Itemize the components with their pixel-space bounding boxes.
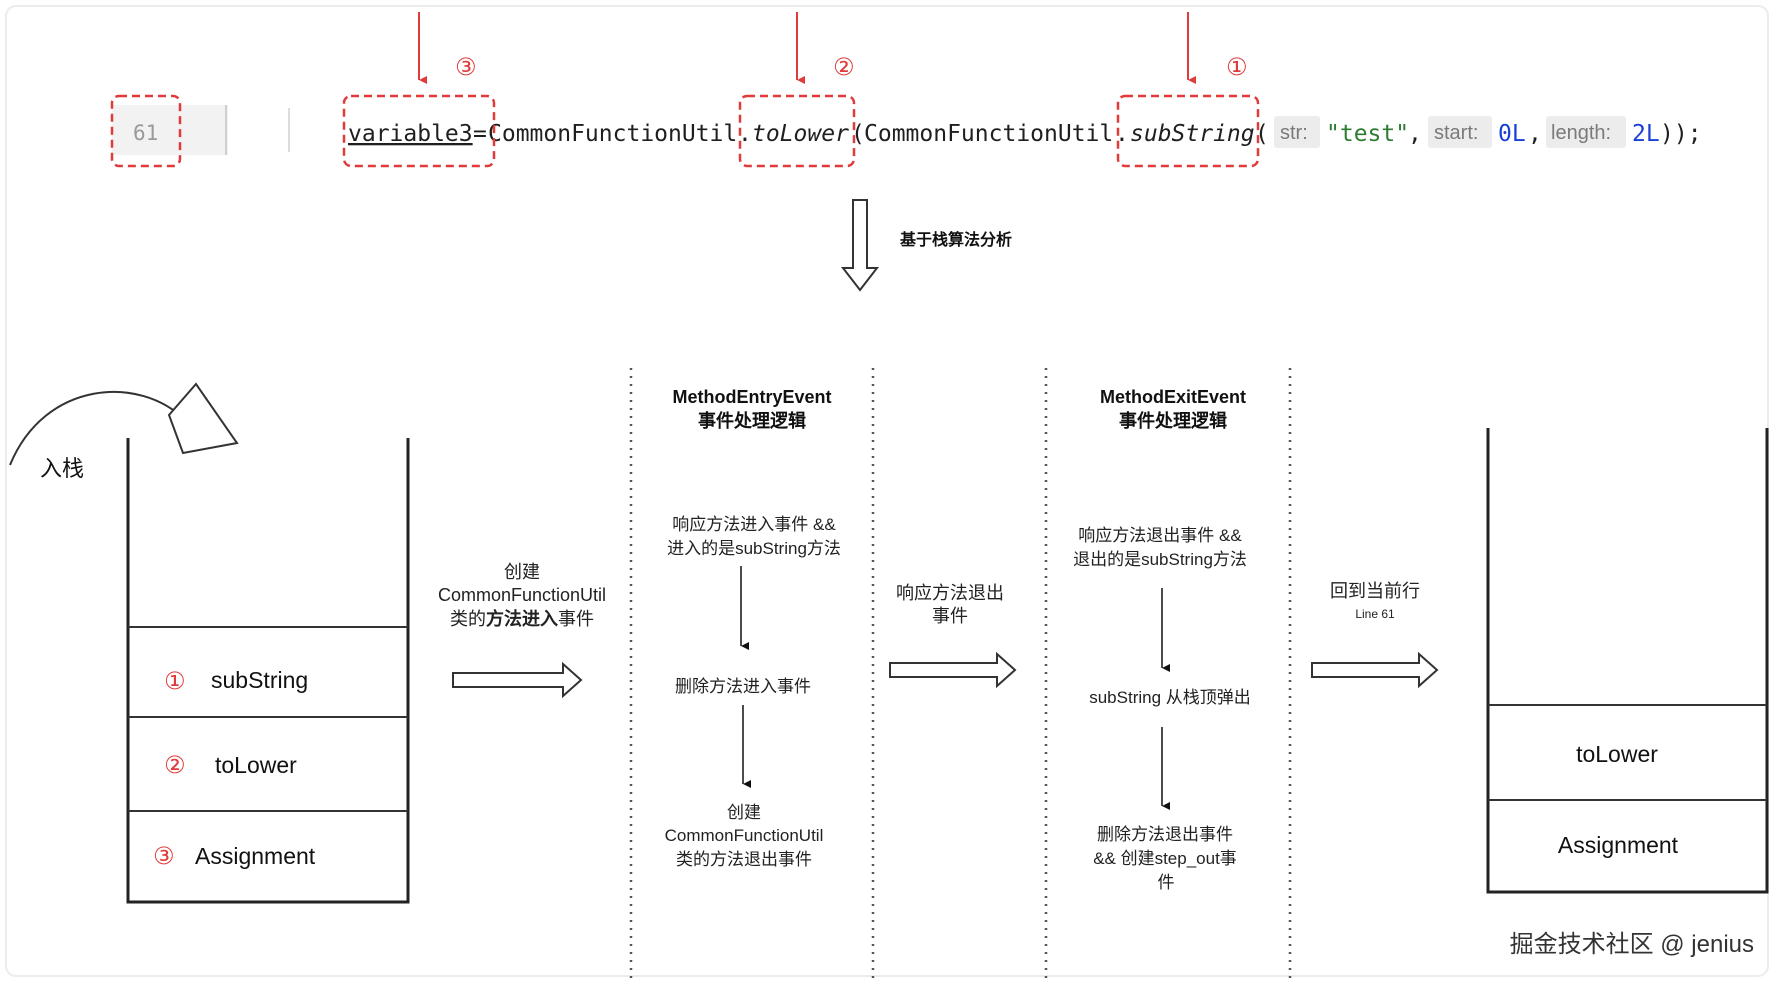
highlight-substring bbox=[1116, 94, 1260, 168]
stack-marker-two: ② bbox=[164, 752, 186, 779]
push-curve bbox=[9, 391, 186, 466]
hint-length: length: bbox=[1551, 122, 1611, 144]
outer-frame bbox=[5, 5, 1769, 977]
code-method-tolower: toLower bbox=[752, 121, 849, 147]
left-stack-walls bbox=[126, 438, 410, 904]
create-entry-line1: 创建 bbox=[504, 562, 540, 582]
stack-frame-substring: ① subString bbox=[164, 667, 308, 695]
arg-length: 2L bbox=[1632, 121, 1660, 147]
create-entry-line2: CommonFunctionUtil bbox=[438, 585, 606, 605]
right-stack-frame-tolower: toLower bbox=[1576, 741, 1658, 767]
exit-response-line2: 事件 bbox=[932, 606, 968, 626]
exit-step3-line1: 删除方法退出事件 bbox=[1097, 825, 1233, 844]
exit-title-line2: 事件处理逻辑 bbox=[1119, 410, 1227, 431]
left-stack: 入栈 ① subString ② toLower ③ Assignment bbox=[9, 382, 410, 904]
entry-step1-line2: 进入的是subString方法 bbox=[667, 539, 841, 558]
hint-start-badge bbox=[1428, 116, 1492, 148]
right-stack-frame-assignment: Assignment bbox=[1558, 832, 1679, 858]
code-comma-1: , bbox=[1408, 121, 1422, 147]
return-label-line1: 回到当前行 bbox=[1330, 581, 1420, 601]
order-arrows: ③ ② ① bbox=[418, 12, 1248, 84]
entry-step2: 删除方法进入事件 bbox=[675, 677, 811, 696]
code-class-a: CommonFunctionUtil bbox=[488, 121, 737, 147]
code-method-substring: subString bbox=[1130, 121, 1255, 147]
footer-brand-halo: 掘金技术社区 @ jenius bbox=[1510, 931, 1754, 958]
hint-length-badge bbox=[1546, 116, 1626, 148]
right-stack: toLower Assignment bbox=[1486, 428, 1769, 894]
entry-step3-line3: 类的方法退出事件 bbox=[676, 850, 812, 869]
push-arrow-head bbox=[167, 382, 239, 455]
stack-marker-three: ③ bbox=[153, 843, 175, 870]
code-dot-a: . bbox=[738, 121, 752, 147]
hint-str-badge bbox=[1274, 116, 1320, 148]
highlight-line-number bbox=[110, 94, 182, 168]
analysis-label: 基于栈算法分析 bbox=[899, 230, 1012, 249]
arrow-to-right-stack bbox=[1311, 651, 1439, 689]
stack-marker-one: ① bbox=[164, 668, 186, 695]
exit-response-line1: 响应方法退出 bbox=[896, 583, 1004, 603]
stack-frame-tolower: ② toLower bbox=[164, 752, 297, 779]
entry-title-line2: 事件处理逻辑 bbox=[698, 410, 806, 431]
stack-frame-label: subString bbox=[211, 667, 308, 693]
entry-step3-line1: 创建 bbox=[727, 803, 761, 822]
arg-str: "test" bbox=[1326, 121, 1409, 147]
code-line: 61 variable3=CommonFunctionUtil.toLower(… bbox=[112, 105, 1702, 155]
analysis-down-arrow bbox=[840, 199, 880, 292]
footer-brand: 掘金技术社区 @ jenius bbox=[1510, 931, 1754, 958]
stack-frame-label: Assignment bbox=[195, 843, 316, 869]
code-dot-b: . bbox=[1115, 121, 1129, 147]
code-text: variable3=CommonFunctionUtil.toLower(Com… bbox=[348, 121, 1269, 147]
marker-two: ② bbox=[833, 54, 855, 81]
exit-step3-line2: && 创建step_out事 bbox=[1093, 849, 1237, 868]
exit-step2: subString 从栈顶弹出 bbox=[1089, 688, 1251, 707]
code-comma-2: , bbox=[1528, 121, 1542, 147]
right-stack-walls bbox=[1486, 428, 1769, 894]
arg-start: 0L bbox=[1498, 121, 1526, 147]
highlight-boxes bbox=[110, 94, 1260, 168]
code-closing: )); bbox=[1660, 121, 1702, 147]
push-label: 入栈 bbox=[40, 456, 84, 481]
highlight-variable bbox=[342, 94, 496, 168]
marker-one: ① bbox=[1226, 54, 1248, 81]
entry-step1-line1: 响应方法进入事件 && bbox=[672, 515, 836, 534]
create-entry-line3: 类的方法进入事件 bbox=[450, 608, 594, 629]
entry-step3-line2: CommonFunctionUtil bbox=[665, 826, 824, 845]
arrow-to-entry-column bbox=[452, 661, 583, 699]
create-entry-label: 创建 CommonFunctionUtil 类的方法进入事件 bbox=[438, 562, 606, 629]
code-class-b: CommonFunctionUtil bbox=[864, 121, 1113, 147]
line-number-gutter bbox=[112, 105, 228, 155]
arrow-to-exit-column bbox=[889, 651, 1017, 689]
stack-frame-label: toLower bbox=[215, 752, 297, 778]
exit-column: MethodExitEvent 事件处理逻辑 响应方法退出事件 && 退出的是s… bbox=[1044, 368, 1292, 982]
entry-column: MethodEntryEvent 事件处理逻辑 响应方法进入事件 && 进入的是… bbox=[629, 368, 875, 982]
entry-title-line1: MethodEntryEvent bbox=[672, 387, 831, 407]
line-number: 61 bbox=[133, 121, 158, 145]
code-equals: = bbox=[473, 121, 487, 147]
exit-step1-line1: 响应方法退出事件 && bbox=[1078, 526, 1242, 545]
exit-step1-line2: 退出的是subString方法 bbox=[1073, 550, 1247, 569]
stack-frame-assignment: ③ Assignment bbox=[153, 843, 316, 870]
exit-title-line1: MethodExitEvent bbox=[1100, 387, 1246, 407]
hint-start: start: bbox=[1434, 122, 1478, 144]
exit-step3-line3: 件 bbox=[1158, 873, 1175, 892]
marker-three: ③ bbox=[455, 54, 477, 81]
return-label-line2: Line 61 bbox=[1355, 607, 1395, 621]
code-variable: variable3 bbox=[348, 121, 473, 147]
hint-str: str: bbox=[1280, 122, 1308, 144]
highlight-tolower bbox=[738, 94, 856, 168]
